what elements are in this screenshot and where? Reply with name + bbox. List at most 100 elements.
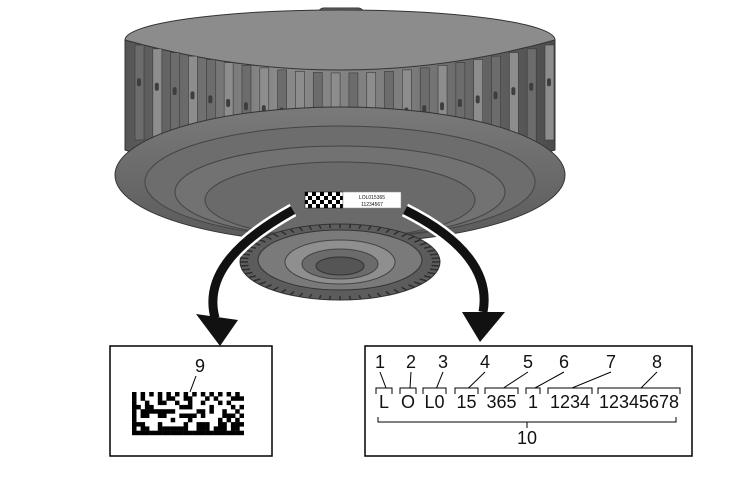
datamatrix-module [162, 400, 167, 406]
gear-tooth [408, 235, 415, 240]
code-field-2: 2O [399, 352, 417, 412]
datamatrix-module [218, 400, 223, 406]
code-value-2: O [401, 392, 415, 412]
gear-tooth [393, 230, 400, 236]
callout-4: 4 [480, 352, 490, 372]
datamatrix-module [213, 430, 219, 436]
datamatrix-module [157, 392, 163, 397]
gear-tooth [242, 268, 251, 271]
datamatrix-module [183, 422, 189, 427]
field-bracket [422, 387, 447, 394]
gear-tooth [385, 290, 391, 296]
leader-line [468, 371, 486, 389]
gear-tooth [289, 228, 295, 234]
datamatrix-module [196, 430, 201, 436]
gear-tooth [427, 249, 436, 253]
datamatrix-module [144, 409, 150, 414]
spline-slot [226, 99, 231, 108]
datamatrix-module [187, 396, 193, 401]
callout-10: 10 [517, 428, 537, 448]
datamatrix-module [230, 430, 236, 436]
gear-tooth [258, 238, 266, 243]
datamatrix-module [166, 396, 171, 401]
datamatrix-module [132, 426, 137, 431]
part-label: LOL015365 11234567 [304, 191, 402, 209]
datamatrix-module [205, 430, 210, 436]
gear-tooth [289, 290, 295, 296]
datamatrix-module [218, 422, 223, 427]
datamatrix-module [230, 404, 236, 410]
datamatrix-module [230, 413, 236, 418]
datamatrix-module [200, 422, 206, 427]
gear-tooth [328, 295, 332, 300]
datamatrix-module [140, 392, 146, 397]
spline-slot [511, 87, 516, 96]
datamatrix-module [136, 422, 141, 427]
datamatrix-module [226, 413, 232, 418]
datamatrix-module [175, 426, 180, 431]
drum-spline [134, 44, 145, 141]
datamatrix-module [144, 413, 150, 418]
datamatrix-module [170, 430, 176, 436]
datamatrix-module [136, 430, 141, 436]
datamatrix-module [166, 409, 171, 414]
callout-9: 9 [195, 356, 205, 376]
datamatrix-module [226, 400, 232, 406]
datamatrix-module [183, 404, 189, 410]
datamatrix-module [153, 409, 158, 414]
datamatrix-inset: 9 [109, 345, 273, 457]
code-value-6: 1 [528, 392, 538, 412]
gear-tooth [401, 286, 408, 291]
datamatrix-module [200, 400, 206, 406]
gear-tooth [328, 224, 332, 229]
datamatrix-module [196, 422, 201, 427]
gear-tooth [348, 295, 352, 300]
field-bracket [547, 387, 593, 394]
datamatrix-module [196, 409, 201, 414]
datamatrix-module [187, 400, 193, 406]
field-bracket [597, 387, 681, 394]
datamatrix-module [200, 430, 206, 436]
datamatrix-module [230, 426, 236, 431]
datamatrix-module [183, 392, 189, 397]
gear-tooth [265, 235, 272, 240]
gear-tooth [358, 294, 362, 300]
spline-slot [208, 95, 213, 104]
output-gear-teeth [240, 224, 440, 300]
datamatrix-module [230, 422, 236, 427]
gear-tooth [242, 253, 251, 256]
code-field-5: 5365 [484, 352, 533, 412]
datamatrix-module [157, 413, 163, 418]
datamatrix-module [157, 426, 163, 431]
gear-tooth [367, 293, 372, 299]
spline-slot [172, 87, 177, 96]
datamatrix-module [162, 409, 167, 414]
drum-spline [152, 48, 163, 147]
leader-line [571, 371, 612, 389]
datamatrix-module [226, 417, 232, 423]
datamatrix-module [205, 396, 210, 401]
datamatrix-module [175, 400, 180, 406]
gear-tooth [308, 225, 313, 231]
datamatrix-module [144, 430, 150, 436]
datamatrix-module [170, 417, 176, 423]
code-value-1: L [379, 392, 389, 412]
datamatrix-module [179, 430, 184, 436]
datamatrix-module [170, 409, 176, 414]
datamatrix-module [200, 392, 206, 397]
datamatrix-module [183, 430, 189, 436]
gear-tooth [248, 275, 257, 279]
datamatrix-module [222, 409, 227, 414]
callout-1: 1 [375, 352, 385, 372]
datamatrix-module [183, 426, 189, 431]
datamatrix-module [209, 404, 214, 410]
datamatrix-module [222, 413, 227, 418]
datamatrix-module [230, 396, 236, 401]
datamatrix-module [140, 396, 146, 401]
gear-tooth [419, 242, 427, 246]
datamatrix-module [132, 396, 137, 401]
datamatrix-module [175, 430, 180, 436]
datamatrix-module [144, 400, 150, 406]
